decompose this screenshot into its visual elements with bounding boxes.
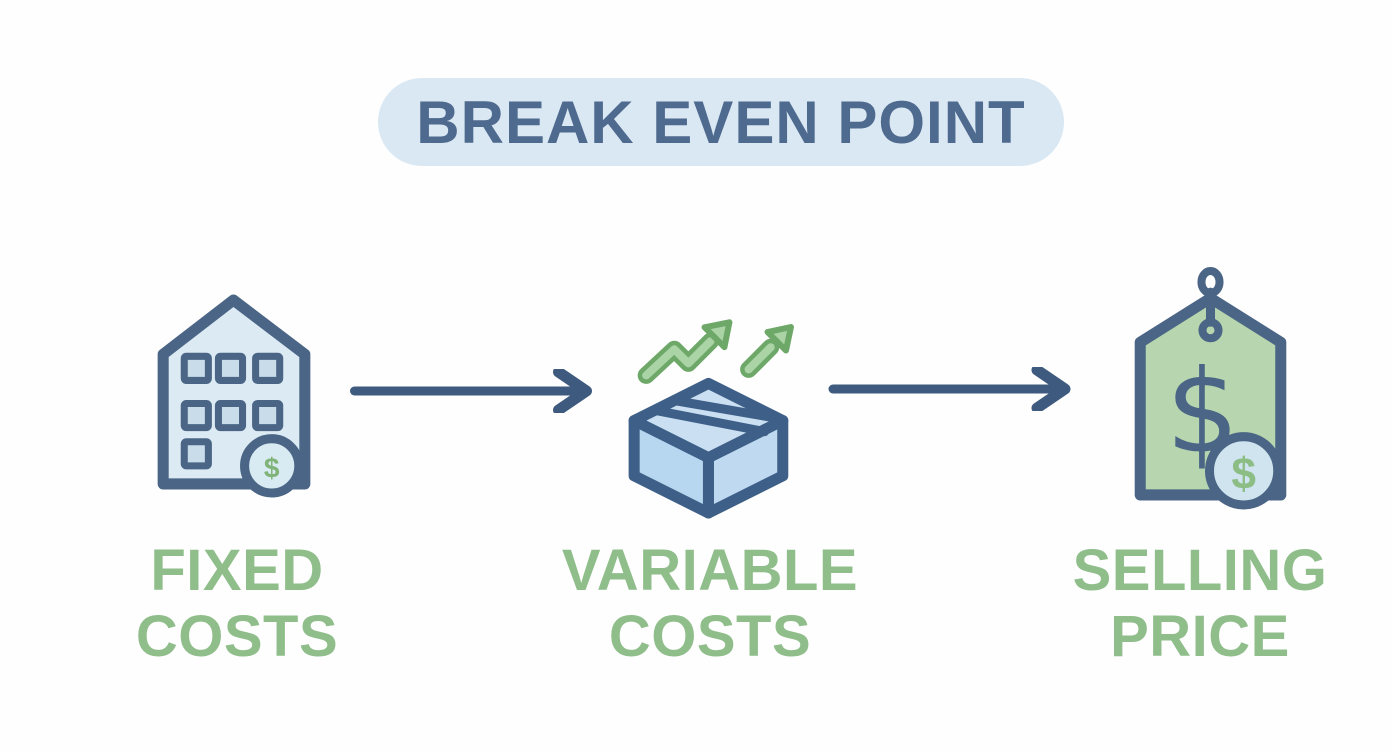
label-line: COSTS: [608, 604, 812, 669]
label-line: VARIABLE: [561, 538, 859, 603]
label-line: SELLING: [1072, 538, 1328, 603]
building-dollar-icon: $: [151, 290, 317, 501]
dollar-glyph: $: [1231, 449, 1256, 498]
label-fixed-costs: FIXED COSTS: [87, 538, 387, 670]
label-line: COSTS: [135, 604, 339, 669]
arrow-right-icon: [346, 366, 627, 416]
title-banner: BREAK EVEN POINT: [378, 78, 1064, 166]
arrow-right-icon: [822, 364, 1108, 414]
label-line: PRICE: [1110, 604, 1290, 669]
label-selling-price: SELLING PRICE: [1020, 538, 1380, 670]
label-variable-costs: VARIABLE COSTS: [530, 538, 890, 670]
package-box: [628, 377, 789, 519]
price-tag-dollar-icon: $ $: [1132, 264, 1288, 515]
page-title: BREAK EVEN POINT: [416, 88, 1026, 156]
trend-up-arrow: [637, 319, 733, 384]
label-line: FIXED: [150, 538, 324, 603]
dollar-glyph: $: [264, 452, 280, 483]
up-right-arrow: [740, 324, 794, 378]
tag-chain: [1197, 267, 1224, 343]
box-trending-up-icon: [628, 283, 809, 519]
